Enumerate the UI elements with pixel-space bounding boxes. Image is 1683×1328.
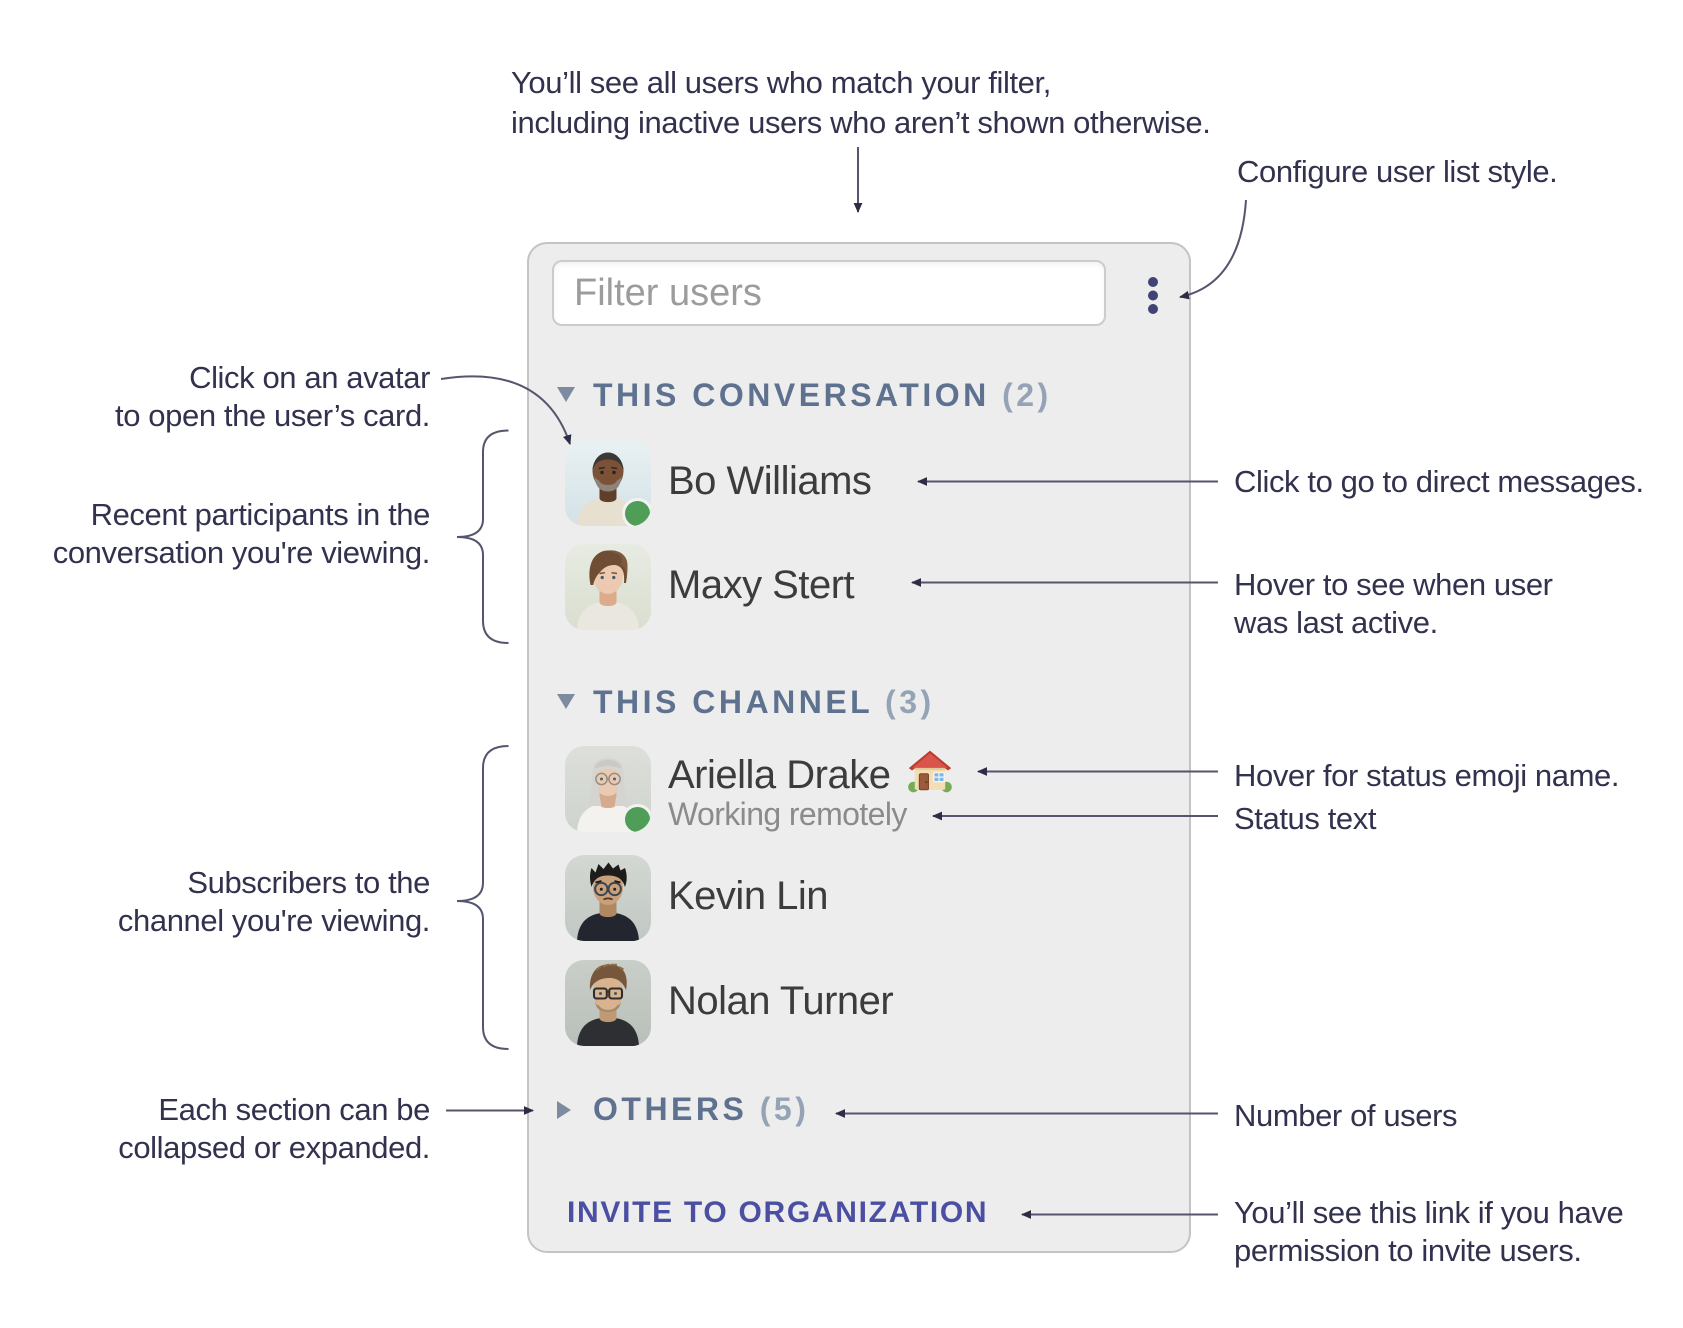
presence-dot-online xyxy=(622,498,651,526)
annotation-status-emoji: Hover for status emoji name. xyxy=(1234,758,1620,793)
section-header-this-conversation[interactable]: THIS CONVERSATION (2) xyxy=(529,377,1189,417)
section-count: (2) xyxy=(1002,377,1052,413)
collapse-triangle-icon xyxy=(557,387,575,402)
avatar-nolan-turner-image xyxy=(565,960,651,1046)
section-count: (5) xyxy=(759,1091,810,1127)
invite-to-organization-link[interactable]: INVITE TO ORGANIZATION xyxy=(567,1196,989,1229)
avatar-ariella-drake-image xyxy=(565,746,651,832)
annotation-invite-note: You’ll see this link if you have permiss… xyxy=(1234,1195,1624,1268)
collapse-triangle-icon xyxy=(557,694,575,709)
user-name[interactable]: Bo Williams xyxy=(668,459,872,503)
kebab-menu-icon xyxy=(1148,277,1158,314)
annotation-direct-messages: Click to go to direct messages. xyxy=(1234,464,1644,499)
section-count: (3) xyxy=(885,684,935,720)
avatar-maxy-stert-image xyxy=(565,544,651,630)
annotation-subscribers: Subscribers to the channel you're viewin… xyxy=(117,865,430,938)
annotation-configure: Configure user list style. xyxy=(1237,154,1558,189)
annotation-filter-note: You’ll see all users who match your filt… xyxy=(511,63,1211,143)
status-emoji-house-icon[interactable] xyxy=(906,748,954,793)
avatar-ariella-drake[interactable] xyxy=(565,746,651,832)
user-name[interactable]: Kevin Lin xyxy=(668,874,829,918)
user-name[interactable]: Nolan Turner xyxy=(668,979,894,1023)
user-list-panel: THIS CONVERSATION (2) xyxy=(527,242,1191,1253)
brace-recent-participants xyxy=(456,429,509,644)
section-header-this-channel[interactable]: THIS CHANNEL (3) xyxy=(529,684,1189,724)
annotation-recent-participants: Recent participants in the conversation … xyxy=(52,497,431,570)
annotation-click-avatar: Click on an avatar to open the user’s ca… xyxy=(115,360,430,433)
avatar-kevin-lin-image xyxy=(565,855,651,941)
section-title: THIS CONVERSATION (2) xyxy=(593,377,1052,413)
section-header-others[interactable]: OTHERS (5) xyxy=(529,1091,1189,1131)
user-name[interactable]: Maxy Stert xyxy=(668,563,855,607)
user-name[interactable]: Ariella Drake xyxy=(668,753,891,797)
annotation-last-active: Hover to see when user was last active. xyxy=(1234,567,1553,640)
annotation-each-section: Each section can be collapsed or expande… xyxy=(118,1092,430,1165)
avatar-maxy-stert[interactable] xyxy=(565,544,651,630)
filter-users-input[interactable] xyxy=(552,260,1106,326)
section-title: OTHERS (5) xyxy=(593,1091,810,1127)
avatar-kevin-lin[interactable] xyxy=(565,855,651,941)
presence-dot-online xyxy=(622,804,651,832)
avatar-nolan-turner[interactable] xyxy=(565,960,651,1046)
user-list-menu-button[interactable] xyxy=(1137,274,1169,320)
brace-subscribers xyxy=(456,745,509,1050)
annotation-filter-note-line2: including inactive users who aren’t show… xyxy=(511,105,1211,140)
annotation-number-of-users: Number of users xyxy=(1234,1098,1458,1133)
annotation-filter-note-line1: You’ll see all users who match your filt… xyxy=(511,65,1051,100)
annotation-status-text: Status text xyxy=(1234,801,1377,836)
expand-triangle-icon xyxy=(557,1101,571,1119)
section-title: THIS CHANNEL (3) xyxy=(593,684,935,720)
avatar-bo-williams[interactable] xyxy=(565,440,651,526)
user-status-text: Working remotely xyxy=(668,796,907,832)
